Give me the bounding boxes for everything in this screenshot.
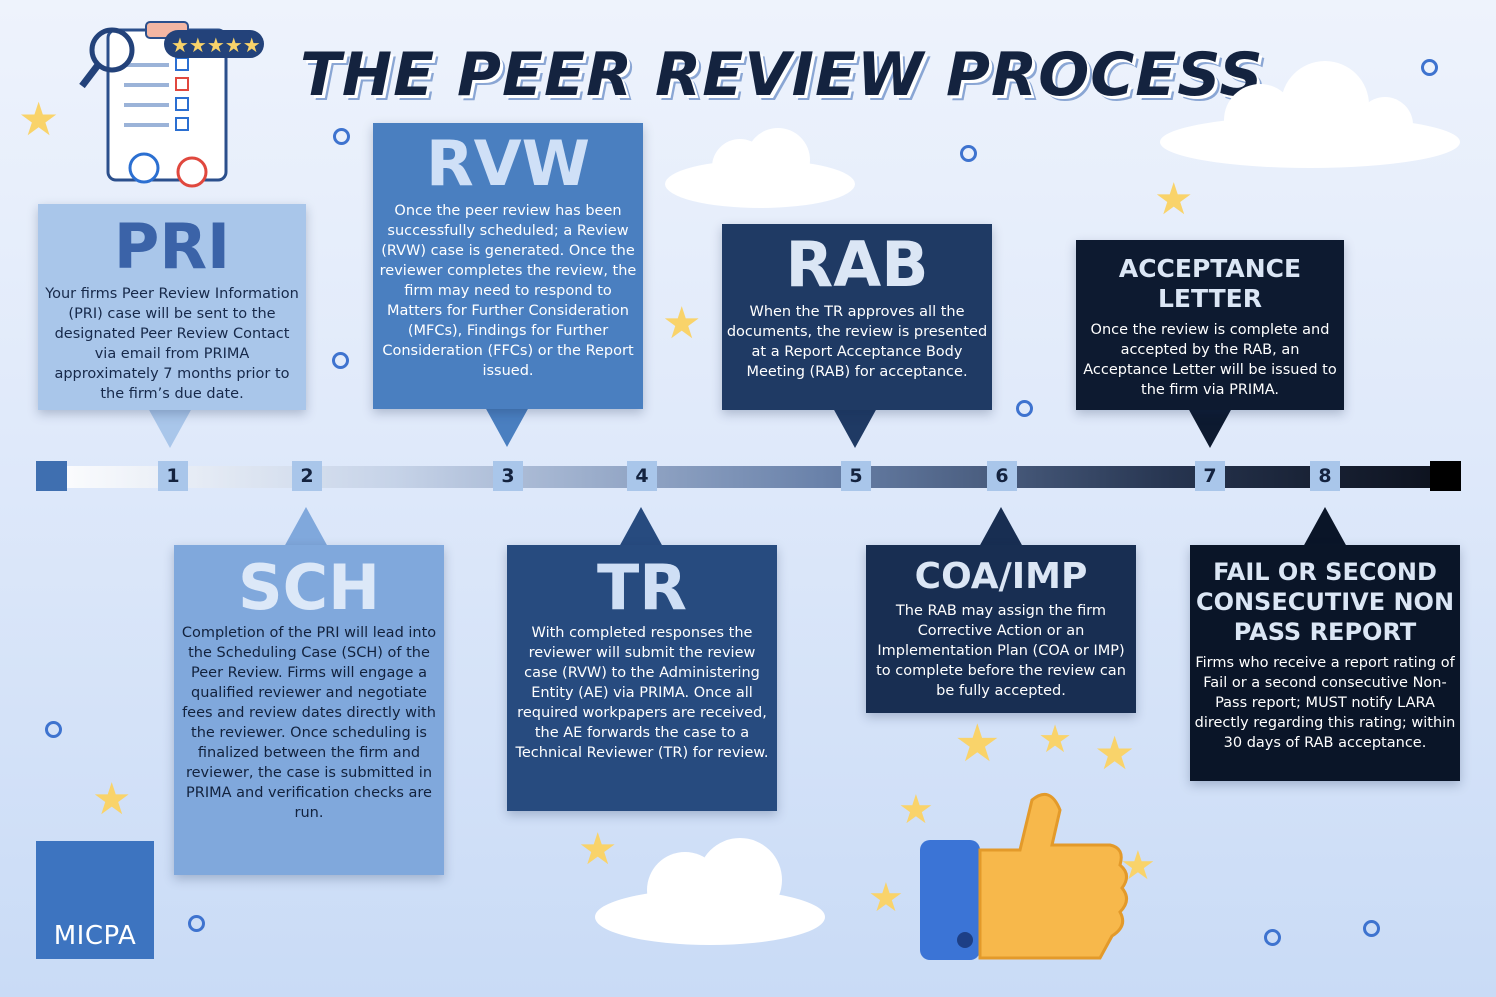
timeline-start: [36, 461, 67, 491]
star-icon: ★: [898, 787, 934, 833]
logo-text: MICPA: [53, 921, 137, 951]
ring-icon: [1363, 920, 1380, 937]
step-marker-5: 5: [841, 461, 871, 491]
timeline-end: [1430, 461, 1461, 491]
step-marker-2: 2: [292, 461, 322, 491]
step-marker-8: 8: [1310, 461, 1340, 491]
cloud-icon: [1160, 61, 1460, 168]
rvw-pointer: [485, 407, 529, 447]
step-box-fail: FAIL OR SECOND CONSECUTIVE NON PASS REPO…: [1190, 545, 1460, 781]
step-description: Completion of the PRI will lead into the…: [181, 625, 437, 821]
ring-icon: [1016, 400, 1033, 417]
step-description: Your firms Peer Review Information (PRI)…: [45, 286, 299, 402]
ring-icon: [960, 145, 977, 162]
rab-pointer: [833, 408, 877, 448]
step-box-pri: PRI Your firms Peer Review Information (…: [38, 204, 306, 410]
step-heading: PRI: [113, 210, 231, 283]
star-icon: ★: [92, 774, 132, 825]
step-box-sch: SCH Completion of the PRI will lead into…: [174, 545, 444, 875]
step-box-rab: RAB When the TR approves all the documen…: [722, 224, 992, 410]
step-marker-6: 6: [987, 461, 1017, 491]
svg-text:★★★★★: ★★★★★: [171, 33, 261, 57]
ring-icon: [333, 128, 350, 145]
step-marker-4: 4: [627, 461, 657, 491]
star-icon: ★: [18, 92, 60, 146]
timeline-bar: [38, 466, 1460, 488]
step-marker-1: 1: [158, 461, 188, 491]
step-heading: SCH: [237, 551, 381, 624]
sch-pointer: [284, 507, 328, 547]
step-heading: ACCEPTANCE LETTER: [1118, 254, 1302, 313]
ring-icon: [188, 915, 205, 932]
step-box-coa-imp: COA/IMP The RAB may assign the firm Corr…: [866, 545, 1136, 713]
acceptance-pointer: [1188, 408, 1232, 448]
star-icon: ★: [1038, 717, 1073, 761]
tr-pointer: [619, 507, 663, 547]
step-box-rvw: RVW Once the peer review has been succes…: [373, 123, 643, 409]
star-icon: ★: [868, 875, 904, 921]
step-box-acceptance-letter: ACCEPTANCE LETTER Once the review is com…: [1076, 240, 1344, 410]
ring-icon: [45, 721, 62, 738]
step-marker-7: 7: [1195, 461, 1225, 491]
star-icon: ★: [954, 714, 1001, 774]
step-description: When the TR approves all the documents, …: [726, 304, 988, 380]
step-heading: TR: [596, 551, 688, 624]
step-marker-3: 3: [493, 461, 523, 491]
step-description: Once the peer review has been successful…: [379, 203, 637, 379]
step-heading: FAIL OR SECOND CONSECUTIVE NON PASS REPO…: [1195, 558, 1455, 646]
step-heading: COA/IMP: [914, 556, 1088, 597]
page-title: THE PEER REVIEW PROCESS: [300, 40, 1264, 110]
step-heading: RVW: [425, 127, 591, 200]
step-description: Once the review is complete and accepted…: [1083, 322, 1337, 398]
micpa-logo: MICPA: [36, 841, 154, 959]
fail-pointer: [1303, 507, 1347, 547]
thumbs-up-icon: [920, 792, 1128, 960]
star-icon: ★: [578, 824, 618, 875]
coa-pointer: [979, 507, 1023, 547]
ring-icon: [332, 352, 349, 369]
star-icon: ★: [1094, 726, 1136, 780]
ring-icon: [1421, 59, 1438, 76]
step-heading: RAB: [785, 228, 929, 301]
ring-icon: [1264, 929, 1281, 946]
star-icon: ★: [1154, 174, 1194, 225]
cloud-icon: [665, 128, 855, 208]
step-box-tr: TR With completed responses the reviewer…: [507, 545, 777, 811]
clipboard-checklist-icon: ★★★★★: [79, 21, 264, 188]
pri-pointer: [148, 408, 192, 448]
cloud-icon: [595, 838, 825, 945]
star-icon: ★: [662, 298, 702, 349]
step-description: With completed responses the reviewer wi…: [515, 625, 769, 761]
step-description: Firms who receive a report rating of Fai…: [1194, 655, 1456, 751]
step-description: The RAB may assign the firm Corrective A…: [876, 603, 1126, 699]
